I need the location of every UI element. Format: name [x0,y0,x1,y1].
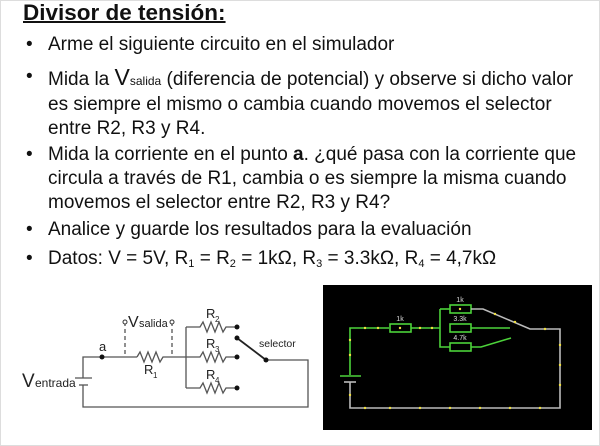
vin-sub: entrada [35,376,76,390]
bullet-dot: • [26,219,33,240]
vout-label: V [128,314,139,331]
slide-title: Divisor de tensión: [23,0,226,25]
text: = 1kΩ, R [235,248,317,269]
sub: 2 [229,258,236,270]
r4-sub: 4 [215,376,220,385]
text: (diferencia de potencial) y observe si d… [48,69,574,139]
bullet-item-datos: • Datos: V = 5V, R1 = R2 = 1kΩ, R3 = 3.3k… [26,247,593,276]
text: = 3.3kΩ, R [322,248,419,269]
sub: 1 [188,258,195,270]
point-a-label: a [99,339,107,354]
vout-sub: salida [139,318,169,330]
bullet-dot: • [26,144,33,165]
bullet-dot: • [26,66,33,87]
r4-label: R [206,367,215,382]
sub: 3 [316,258,323,270]
bullet-dot: • [26,248,33,269]
text: . ¿qué pasa con la corriente que circula… [48,144,577,213]
r3-label: R [206,336,215,351]
sim-r4-label: 4.7k [453,335,467,342]
sub: 4 [418,258,425,270]
bullet-item: • Mida la Vsalida (diferencia de potencia… [26,64,593,141]
r2-sub: 2 [215,315,220,324]
text: Mida la corriente en el punto [48,144,294,165]
bullet-item: • Arme el siguiente circuito en el simula… [26,33,593,57]
text: = R [194,248,230,269]
selector-label: selector [259,338,296,350]
r2-label: R [206,306,215,321]
bullet-item: • Analice y guarde los resultados para la… [26,218,593,242]
bullet-text: Analice y guarde los resultados para la … [48,219,472,240]
bullet-dot: • [26,34,33,55]
text: Datos: V = 5V, R [48,248,189,269]
text: = 4,7kΩ [424,248,497,269]
r1-sub: 1 [153,371,158,380]
r3-sub: 3 [215,345,220,354]
current-dots [348,307,562,410]
r1-label: R [144,362,153,377]
vin-label: V [22,371,35,392]
sim-r3-label: 3.3k [453,316,467,323]
sim-r1-label: 1k [396,316,404,323]
v-subscript: salida [129,74,162,88]
point-a: a [293,144,304,165]
text: Mida la [48,69,115,90]
bullet-text: Arme el siguiente circuito en el simulad… [48,34,395,55]
sim-r2-label: 1k [456,297,464,304]
v-symbol: V [114,64,130,90]
bullet-item: • Mida la corriente en el punto a. ¿qué p… [26,143,593,215]
